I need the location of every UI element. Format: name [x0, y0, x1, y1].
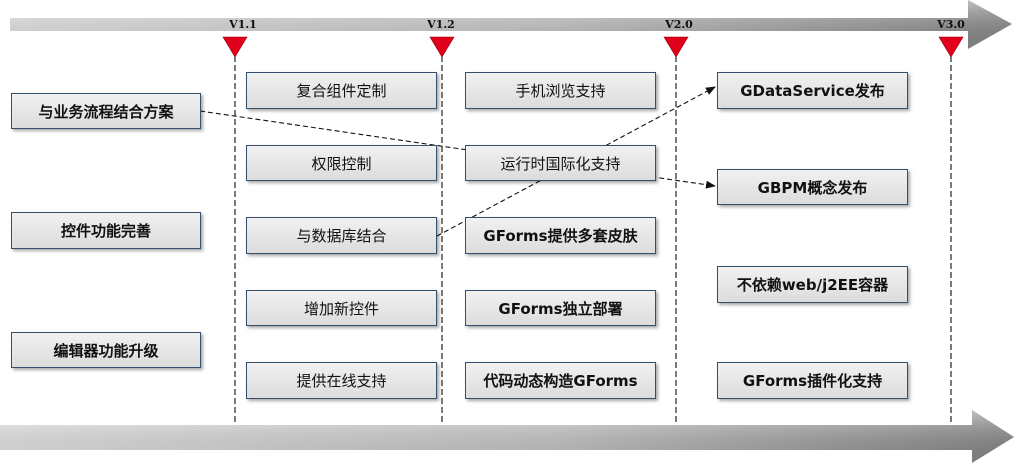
- milestone-marker-v12: [429, 36, 455, 58]
- v12-box-i18n: 运行时国际化支持: [465, 145, 656, 181]
- v12-box-deploy: GForms独立部署: [465, 290, 656, 326]
- v20-box-gdataservice: GDataService发布: [717, 72, 908, 109]
- v20-box-container: 不依赖web/j2EE容器: [717, 266, 908, 303]
- v20-box-plugin: GForms插件化支持: [717, 362, 908, 399]
- v12-box-skins: GForms提供多套皮肤: [465, 217, 656, 254]
- dependency-arrow-database-to-gdataservice: [436, 86, 716, 237]
- top-timeline-arrow: [10, 0, 1012, 49]
- bottom-timeline-arrow: [0, 410, 1014, 463]
- left-box-controls: 控件功能完善: [11, 212, 201, 249]
- v20-box-gbpm: GBPM概念发布: [717, 169, 908, 205]
- milestone-label-v11: V1.1: [229, 18, 257, 31]
- milestone-label-v20: V2.0: [665, 18, 693, 31]
- v12-box-mobile: 手机浏览支持: [465, 72, 656, 109]
- milestone-lines: [234, 56, 952, 423]
- milestone-marker-v30: [938, 36, 964, 58]
- v11-box-online-support: 提供在线支持: [246, 362, 437, 399]
- v11-box-composite: 复合组件定制: [246, 72, 437, 109]
- milestone-label-v30: V3.0: [937, 18, 965, 31]
- v12-box-dynamic: 代码动态构造GForms: [465, 362, 656, 399]
- left-box-editor: 编辑器功能升级: [11, 332, 201, 368]
- left-box-workflow: 与业务流程结合方案: [11, 93, 201, 129]
- milestone-marker-v11: [222, 36, 248, 58]
- milestone-markers: [222, 36, 964, 58]
- milestone-marker-v20: [663, 36, 689, 58]
- milestone-label-v12: V1.2: [427, 18, 455, 31]
- v11-box-database: 与数据库结合: [246, 217, 437, 254]
- v11-box-permission: 权限控制: [246, 145, 437, 181]
- v11-box-new-controls: 增加新控件: [246, 290, 437, 326]
